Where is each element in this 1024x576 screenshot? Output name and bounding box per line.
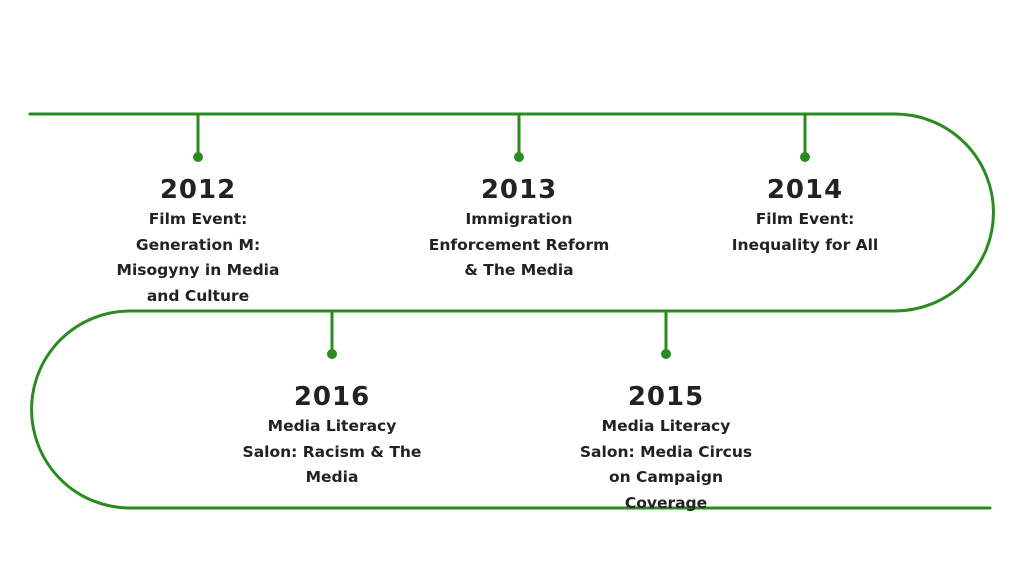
event-year: 2013	[480, 175, 558, 205]
timeline-event-2013: 2013 Immigration Enforcement Reform & Th…	[414, 175, 624, 284]
timeline-event-2012: 2012 Film Event: Generation M: Misogyny …	[93, 175, 303, 309]
event-description: Media Literacy Salon: Media Circus on Ca…	[579, 417, 753, 512]
timeline-event-2015: 2015 Media Literacy Salon: Media Circus …	[561, 382, 771, 516]
event-description: Film Event: Generation M: Misogyny in Me…	[116, 210, 280, 305]
timeline-event-2016: 2016 Media Literacy Salon: Racism & The …	[227, 382, 437, 491]
marker-dot-2015	[661, 349, 671, 359]
marker-dot-2014	[800, 152, 810, 162]
marker-dot-2016	[327, 349, 337, 359]
event-year: 2012	[159, 175, 237, 205]
event-year: 2015	[627, 382, 705, 412]
event-year: 2016	[293, 382, 371, 412]
event-year: 2014	[766, 175, 844, 205]
timeline-path-upper	[28, 112, 995, 313]
marker-dot-2013	[514, 152, 524, 162]
event-description: Media Literacy Salon: Racism & The Media	[242, 417, 422, 486]
timeline-event-2014: 2014 Film Event: Inequality for All	[700, 175, 910, 258]
event-description: Immigration Enforcement Reform & The Med…	[428, 210, 610, 279]
timeline-path-lower	[30, 309, 992, 510]
event-description: Film Event: Inequality for All	[731, 210, 879, 254]
marker-dot-2012	[193, 152, 203, 162]
